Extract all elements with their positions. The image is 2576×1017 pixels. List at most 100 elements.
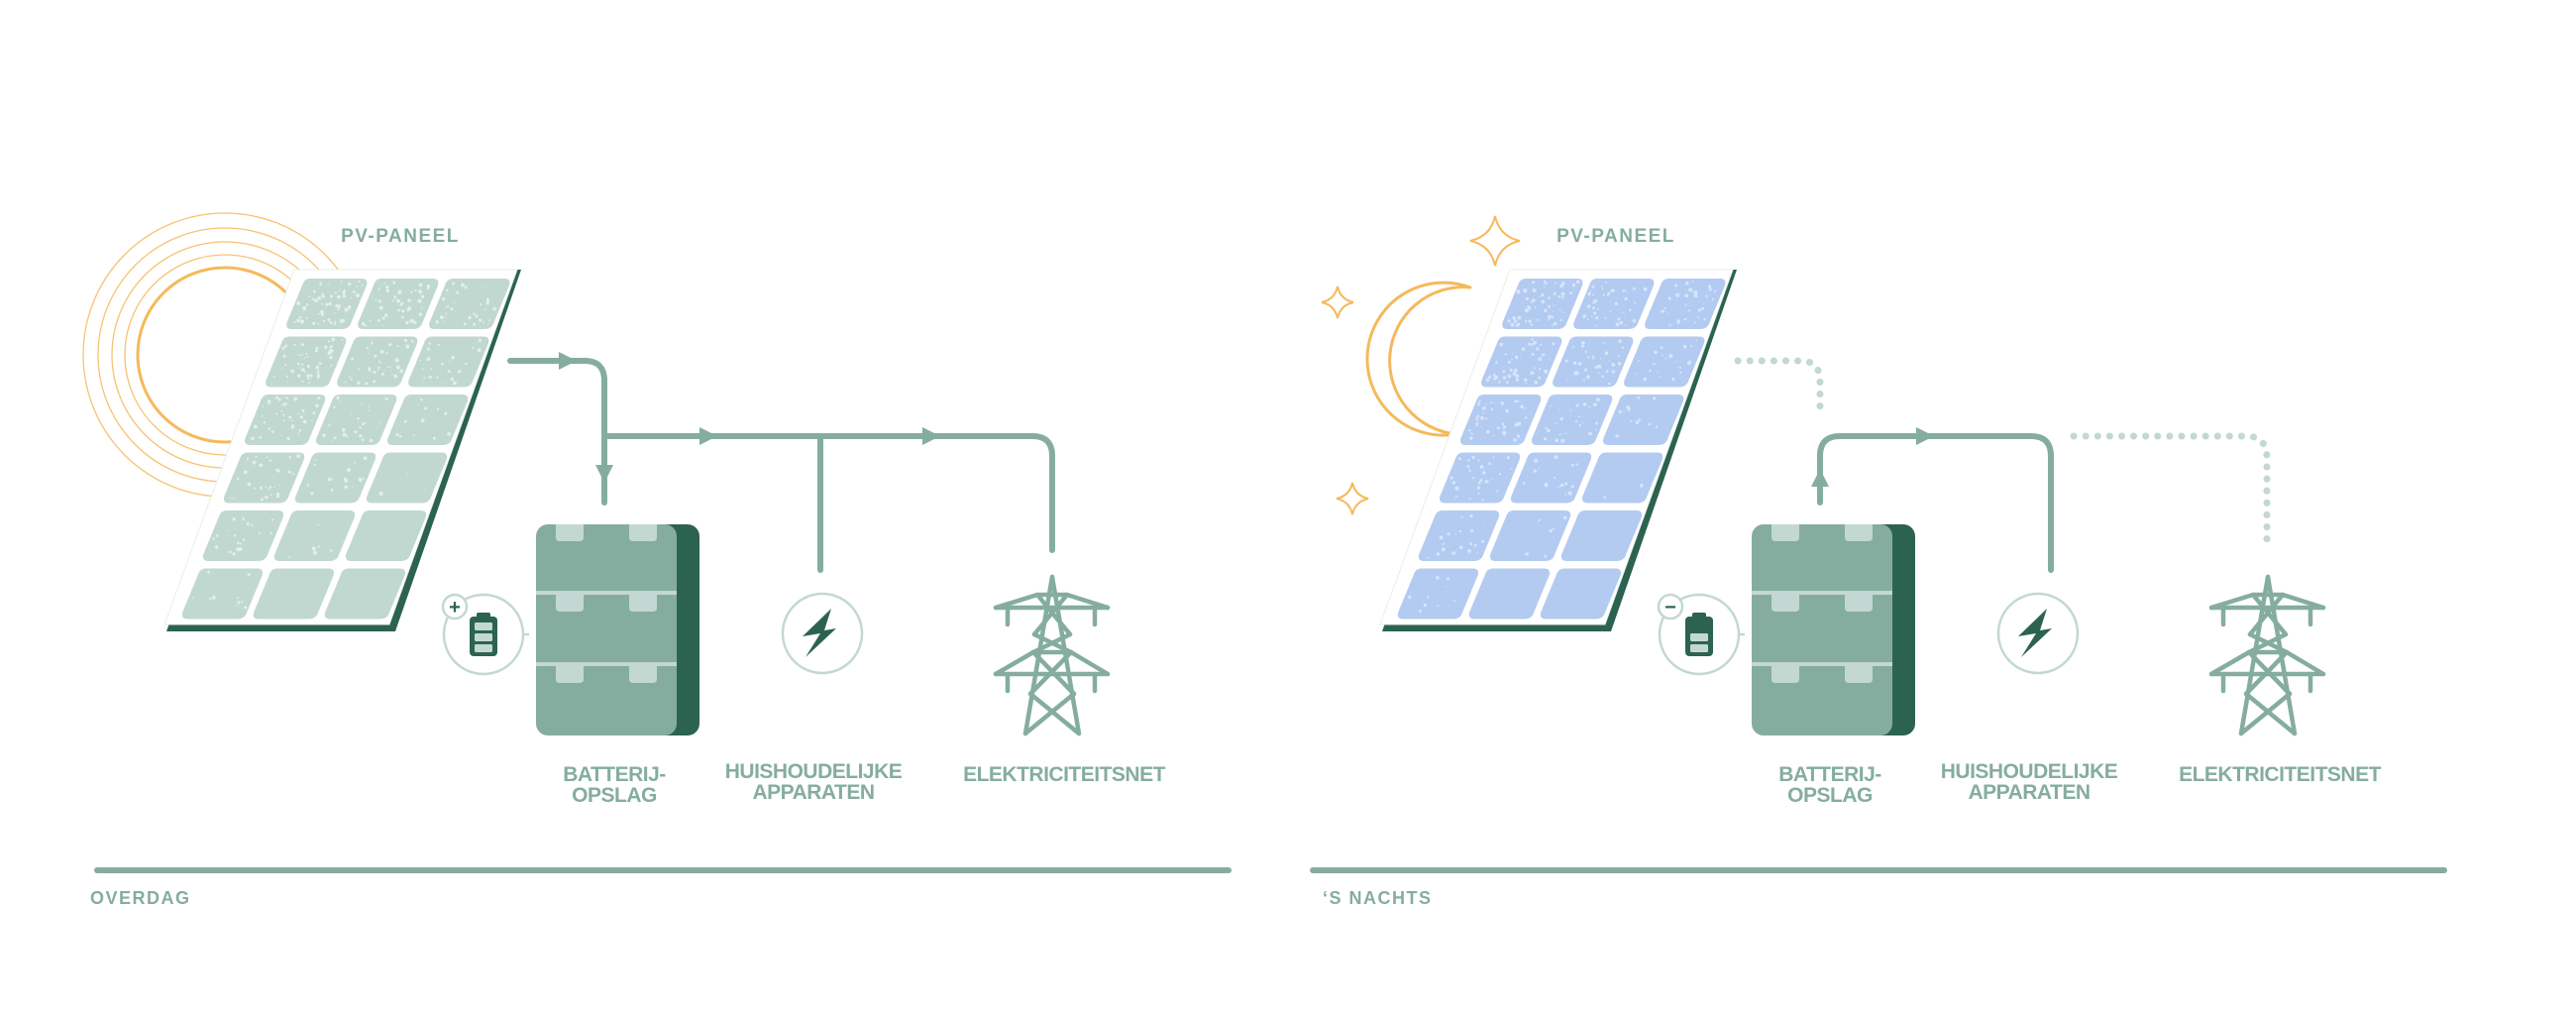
tower-strut xyxy=(1027,649,1074,697)
pv-cell-speckle xyxy=(1487,376,1491,380)
pv-cell-speckle xyxy=(265,486,268,488)
tower-strut xyxy=(2280,592,2326,611)
pv-cell-speckle xyxy=(1676,320,1680,324)
pv-cell-speckle xyxy=(1423,603,1428,608)
pv-cell-speckle xyxy=(311,297,315,301)
pv-cell-speckle xyxy=(297,362,300,366)
pv-cell-speckle xyxy=(1632,318,1637,323)
pv-cell-speckle xyxy=(266,456,268,458)
pv-cell-speckle xyxy=(361,403,363,405)
battery-body xyxy=(536,524,677,735)
pv-cell-speckle xyxy=(1532,288,1537,292)
pv-cell-speckle xyxy=(1523,378,1528,382)
pv-cell-speckle xyxy=(1653,363,1656,366)
pv-cell-speckle xyxy=(285,396,288,399)
pv-cell-speckle xyxy=(378,421,380,423)
pv-cell-speckle xyxy=(440,315,444,320)
pv-cell-speckle xyxy=(1490,401,1493,404)
pv-cell-speckle xyxy=(1533,366,1535,369)
battery-level-bar xyxy=(475,644,492,652)
pv-cell-speckle xyxy=(329,345,333,349)
pv-cell-speckle xyxy=(1513,321,1516,324)
pv-cell-speckle xyxy=(1643,377,1648,382)
pv-cell-speckle xyxy=(1520,404,1524,408)
pv-cell-speckle xyxy=(1534,306,1537,308)
pv-cell xyxy=(1397,568,1479,620)
pv-cell-speckle xyxy=(1522,482,1526,485)
pv-cell-speckle xyxy=(1708,284,1712,288)
pv-cell-speckle xyxy=(1454,532,1457,535)
pv-cell-speckle xyxy=(1473,543,1477,547)
pv-cell-speckle xyxy=(432,436,436,440)
pv-cell-speckle xyxy=(1481,539,1485,543)
tower-strut xyxy=(1031,592,1070,637)
pv-cell-speckle xyxy=(381,372,384,376)
pv-cell-speckle xyxy=(260,498,264,502)
tower-strut xyxy=(2284,649,2326,677)
pv-cell-speckle xyxy=(348,282,352,285)
pv-cell xyxy=(1540,568,1622,620)
pv-cell-speckle xyxy=(1489,377,1492,379)
pv-cell-speckle xyxy=(437,407,440,410)
night-section: PV-PANEEL − BATTERIJ- OPSLAG HUISHOUDELI… xyxy=(1310,215,2447,908)
pv-cell-speckle xyxy=(420,398,423,401)
battery-label-line1: BATTERIJ- xyxy=(563,763,666,786)
pv-cell-speckle xyxy=(268,427,270,430)
battery-terminal-tab xyxy=(1771,595,1799,612)
pv-cell-speckle xyxy=(1611,363,1616,367)
pv-cell-speckle xyxy=(1569,409,1572,411)
grid-label: ELEKTRICITEITSNET xyxy=(2179,763,2382,786)
pv-cell-speckle xyxy=(383,282,385,284)
energy-flows xyxy=(507,352,1055,573)
pv-cell-speckle xyxy=(330,364,333,367)
pv-cell-speckle xyxy=(1534,380,1539,385)
pv-cell-speckle xyxy=(1538,357,1543,362)
pv-cell-speckle xyxy=(442,383,444,386)
lightning-bolt-icon xyxy=(803,609,836,657)
pv-cell-speckle xyxy=(396,344,399,347)
pv-cell-speckle xyxy=(1479,465,1484,469)
tower-strut xyxy=(2247,592,2286,637)
flow-bus-to-grid-inactive xyxy=(2070,432,2271,547)
pv-cell-speckle xyxy=(441,362,444,366)
pv-cell-speckle xyxy=(359,426,362,429)
pv-cell-speckle xyxy=(1441,547,1446,552)
pv-cell-speckle xyxy=(456,290,460,294)
battery-terminal-tab xyxy=(556,524,584,541)
pv-cell-speckle xyxy=(1475,552,1477,554)
pv-cell-speckle xyxy=(1514,399,1517,403)
flow-arrow xyxy=(595,465,613,483)
pv-cell-speckle xyxy=(1552,324,1554,327)
pv-cell-speckle xyxy=(1617,362,1622,366)
pv-cell-speckle xyxy=(388,343,392,347)
pv-cell-speckle xyxy=(1489,375,1492,378)
tower-strut xyxy=(2246,631,2289,655)
pv-cell-speckle xyxy=(246,458,250,461)
pv-cell-speckle xyxy=(268,399,271,403)
pv-cell-speckle xyxy=(397,289,402,294)
pv-cell-speckle xyxy=(369,438,374,443)
pv-cell-speckle xyxy=(1621,320,1623,323)
pv-cell-speckle xyxy=(342,290,346,295)
pv-cell-speckle xyxy=(409,318,414,323)
pv-cell-speckle xyxy=(1548,296,1551,299)
pv-cell-speckle xyxy=(406,308,410,311)
pv-cell-speckle xyxy=(1592,356,1595,360)
pv-cell-speckle xyxy=(314,298,318,303)
pv-cell-speckle xyxy=(1533,341,1537,345)
pv-cell-speckle xyxy=(337,304,342,308)
pv-cell-speckle xyxy=(322,319,325,322)
pv-cell-speckle xyxy=(1590,315,1593,318)
pv-cell-speckle xyxy=(388,367,391,369)
tower-strut xyxy=(1027,691,1082,736)
pv-cell-speckle xyxy=(358,478,363,482)
pv-cell-speckle xyxy=(328,423,331,426)
pv-cell-speckle xyxy=(1538,467,1541,470)
pv-cell-speckle xyxy=(1693,293,1698,298)
pv-cell-speckle xyxy=(400,301,404,305)
pv-cell-speckle xyxy=(426,357,431,361)
battery-level-bar xyxy=(1690,633,1708,641)
pv-cell-speckle xyxy=(1703,318,1706,321)
pv-cell-speckle xyxy=(1595,324,1598,327)
pv-cell-speckle xyxy=(1530,300,1534,303)
